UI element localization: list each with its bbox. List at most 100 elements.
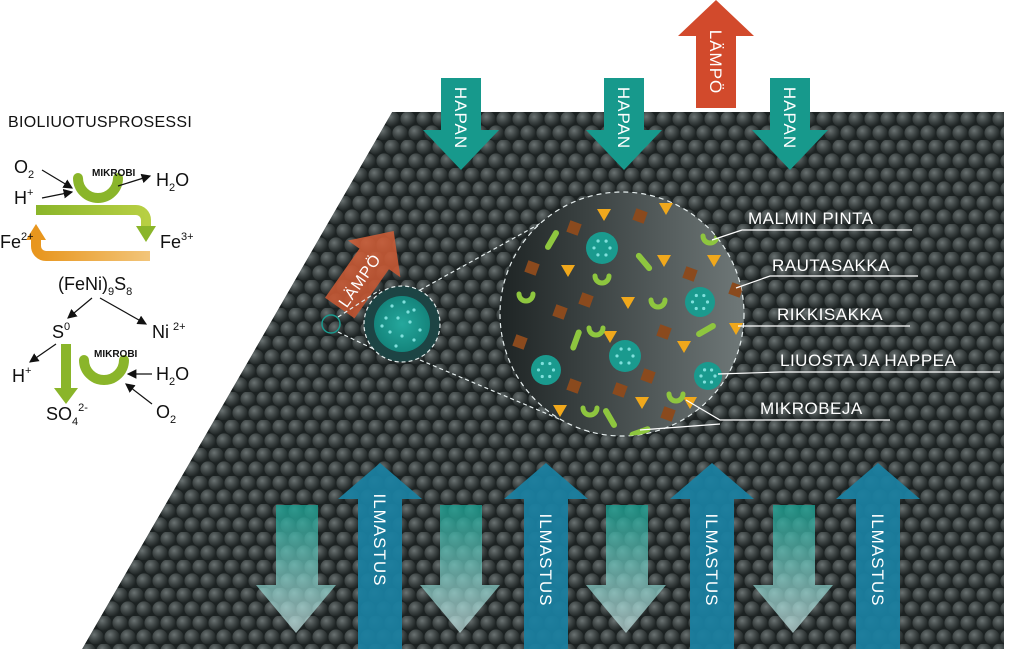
microbe-rod [545,230,559,250]
solution-droplet [408,320,412,324]
air-return-arrows [256,505,833,633]
zoom-labels: MALMIN PINTA RAUTASAKKA RIKKISAKKA LIUOS… [748,209,956,418]
microbe-curved [586,325,606,338]
microbe-curved [580,405,600,418]
solution-drop [609,340,641,372]
label-leaders [639,229,1000,431]
solution-droplet [412,338,416,342]
solution-droplet [394,344,398,348]
hapan-label: HAPAN [451,87,470,149]
hapan-label: HAPAN [780,87,799,149]
sulfur-precipitate [603,331,617,343]
solution-droplet [406,310,410,314]
small-zoom-circle [363,285,441,363]
ilmastus-arrows: ILMASTUS ILMASTUS ILMASTUS ILMASTUS [338,463,920,649]
hapan-label: HAPAN [614,87,633,149]
iron-precipitate [656,324,672,340]
label-mikrobeja: MIKROBEJA [760,399,863,418]
sulfur-precipitate [659,203,673,215]
label-rautasakka: RAUTASAKKA [772,256,890,275]
microbe-rod [635,252,653,272]
iron-cycle-orange [31,238,150,261]
solution-droplet [390,304,394,308]
microbe-curved [592,273,612,286]
solution-droplet [380,324,384,328]
ilmastus-arrow-1: ILMASTUS [338,463,422,649]
sulfur-precipitate [657,255,671,267]
solution-droplet [402,300,406,304]
sulfur-precipitate [597,209,611,221]
ilmastus-arrow-2: ILMASTUS [504,463,588,649]
solution-droplet [396,316,400,320]
h2o-bottom: H2O [156,364,189,388]
s0: S0 [52,321,70,342]
label-rikkisakka: RIKKISAKKA [777,305,883,324]
solution-drop [586,232,618,264]
ore-formula: (FeNi)9S8 [58,274,132,298]
lampo-arrow-top: LÄMPÖ [678,0,754,108]
ilmastus-arrow-3: ILMASTUS [670,463,754,649]
sulfur-precipitate [621,297,635,309]
fe2plus: Fe2+ [0,231,34,252]
fe3plus: Fe3+ [160,231,194,252]
air-return-arrow [753,505,833,633]
solution-drop [685,287,715,317]
sulfur-precipitate [553,405,567,417]
sulfur-precipitate [677,341,691,353]
h-plus-bottom: H+ [12,365,31,386]
microbe-curved [648,297,668,310]
hapan-arrow-3: HAPAN [752,78,828,170]
iron-precipitate [512,334,528,350]
ore-surface-zoom [499,191,745,437]
o2-top: O2 [14,157,34,181]
iron-precipitate [524,260,540,276]
ilmastus-label: ILMASTUS [536,513,555,606]
solution-droplet [400,334,404,338]
solution-droplet [388,330,392,334]
iron-precipitate [578,292,594,308]
iron-precipitate [552,304,568,320]
iron-precipitate [660,406,676,422]
solution-droplet [384,316,388,320]
so4-2minus: SO42- [46,402,88,428]
mikrobi-label-bottom: MIKROBI [94,349,138,360]
iron-precipitate [612,382,628,398]
solution-droplet [412,308,416,312]
iron-precipitate [566,378,582,394]
iron-precipitate [632,208,648,224]
mikrobi-label-top: MIKROBI [92,168,136,179]
bioleaching-scheme: BIOLIUOTUSPROSESSI O2 H+ MIKROBI H2O Fe2… [0,114,194,428]
sulfur-precipitate [635,397,649,409]
microbe-rod [696,323,716,337]
air-return-arrow [420,505,500,633]
air-return-arrow [256,505,336,633]
hapan-arrows: HAPAN HAPAN HAPAN [423,78,828,170]
hapan-arrow-1: HAPAN [423,78,499,170]
solution-drop [694,362,722,390]
lampo-label: LÄMPÖ [706,30,725,95]
microbe-icon [79,355,129,385]
h-plus-top: H+ [14,187,33,208]
iron-precipitate [682,266,698,282]
sulfur-precipitate [707,255,721,267]
air-return-arrow [586,505,666,633]
microbe-rod [603,408,617,428]
iron-precipitate [566,220,582,236]
microbe-rod [570,329,582,351]
iron-precipitate [640,368,656,384]
ilmastus-label: ILMASTUS [370,493,389,586]
microbe-icon [73,173,123,203]
microbe-curved [666,391,686,404]
label-malmin-pinta: MALMIN PINTA [748,209,874,228]
ilmastus-label: ILMASTUS [702,513,721,606]
sulfur-precipitate [561,265,575,277]
iron-cycle-green [36,205,151,228]
ilmastus-label: ILMASTUS [868,513,887,606]
solution-drop [531,355,561,385]
o2-bottom: O2 [156,402,176,426]
h2o-top: H2O [156,170,189,194]
scheme-title: BIOLIUOTUSPROSESSI [8,114,192,131]
hapan-arrow-2: HAPAN [586,78,662,170]
